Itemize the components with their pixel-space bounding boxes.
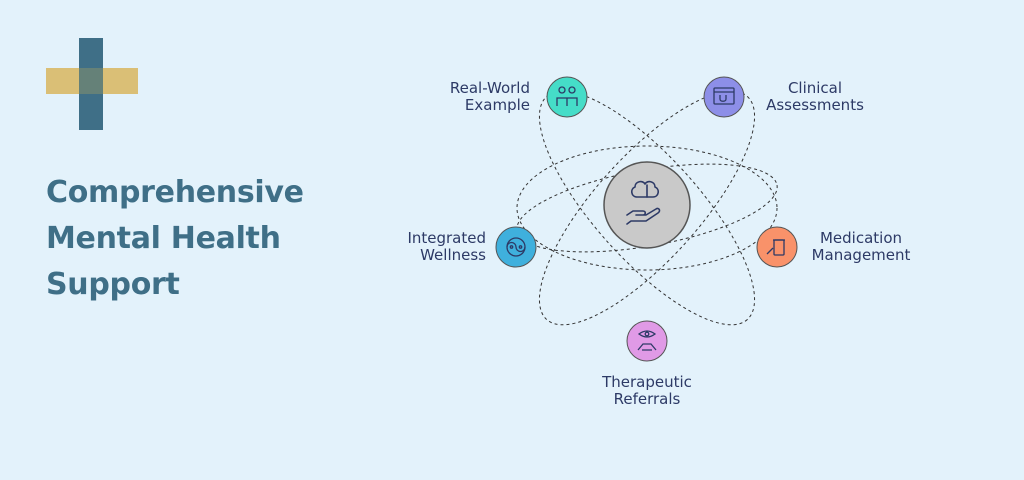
node-integrated-wellness <box>495 226 537 268</box>
label-integrated-wellness: Integrated Wellness <box>407 229 486 264</box>
title-line-2: Mental Health <box>46 221 281 256</box>
orbit-flat <box>516 163 778 253</box>
node-therapeutic-referrals <box>626 320 668 362</box>
node-medication-management <box>756 226 798 268</box>
orbit-horizontal <box>516 145 778 271</box>
page-title: Comprehensive Mental Health Support <box>46 170 346 308</box>
brain-in-hand-icon <box>626 180 661 225</box>
stethoscope-monitor-icon <box>713 87 735 105</box>
people-icon <box>556 86 578 106</box>
pill-bottle-icon <box>766 239 785 256</box>
orbit-diagonal-b <box>538 90 756 326</box>
plus-logo-icon <box>46 38 138 130</box>
label-medication-management: Medication Management <box>811 229 911 264</box>
label-real-world-example: Real-World Example <box>449 79 530 114</box>
yin-yang-icon <box>506 237 526 257</box>
eye-hands-icon <box>637 330 657 351</box>
title-line-3: Support <box>46 267 180 302</box>
title-line-1: Comprehensive <box>46 175 304 210</box>
node-clinical-assessments <box>703 76 745 118</box>
label-clinical-assessments: Clinical Assessments <box>766 79 864 114</box>
node-real-world-example <box>546 76 588 118</box>
center-node <box>603 161 691 249</box>
label-therapeutic-referrals: Therapeutic Referrals <box>602 373 692 408</box>
